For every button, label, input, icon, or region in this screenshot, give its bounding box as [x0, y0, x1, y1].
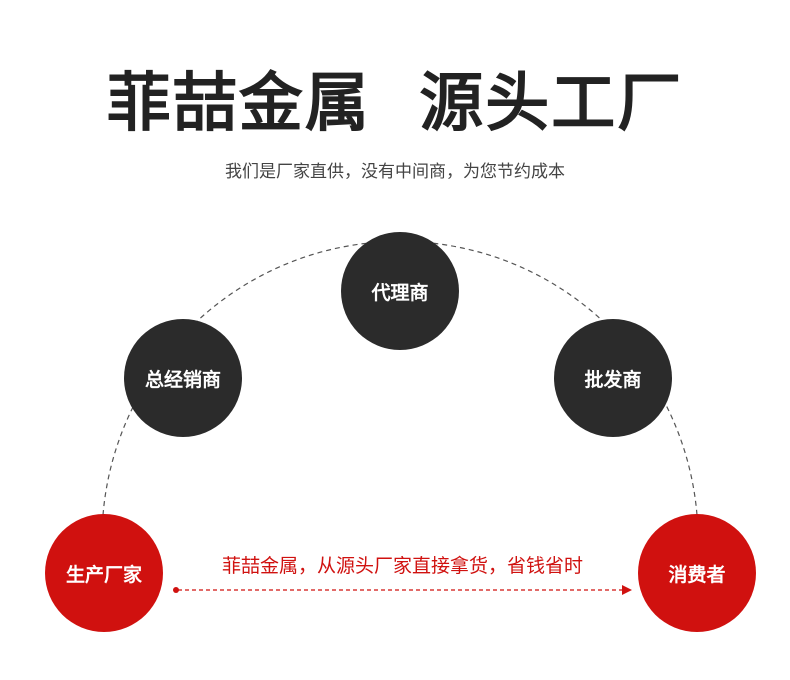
node-distributor: 总经销商 — [124, 319, 242, 437]
node-wholesaler: 批发商 — [554, 319, 672, 437]
node-wholesaler-label: 批发商 — [584, 368, 642, 391]
flow-start-dot — [173, 587, 179, 593]
node-consumer: 消费者 — [638, 514, 756, 632]
page-title: 菲喆金属 源头工厂 — [106, 67, 684, 141]
flow-label: 菲喆金属，从源头厂家直接拿货，省钱省时 — [221, 555, 583, 577]
node-distributor-label: 总经销商 — [144, 368, 221, 391]
node-manufacturer: 生产厂家 — [45, 514, 163, 632]
node-agent-label: 代理商 — [371, 281, 429, 304]
page-subtitle: 我们是厂家直供，没有中间商，为您节约成本 — [225, 162, 565, 182]
node-manufacturer-label: 生产厂家 — [65, 563, 142, 586]
node-consumer-label: 消费者 — [668, 563, 726, 586]
flow-arrowhead — [622, 585, 632, 595]
node-agent: 代理商 — [341, 232, 459, 350]
